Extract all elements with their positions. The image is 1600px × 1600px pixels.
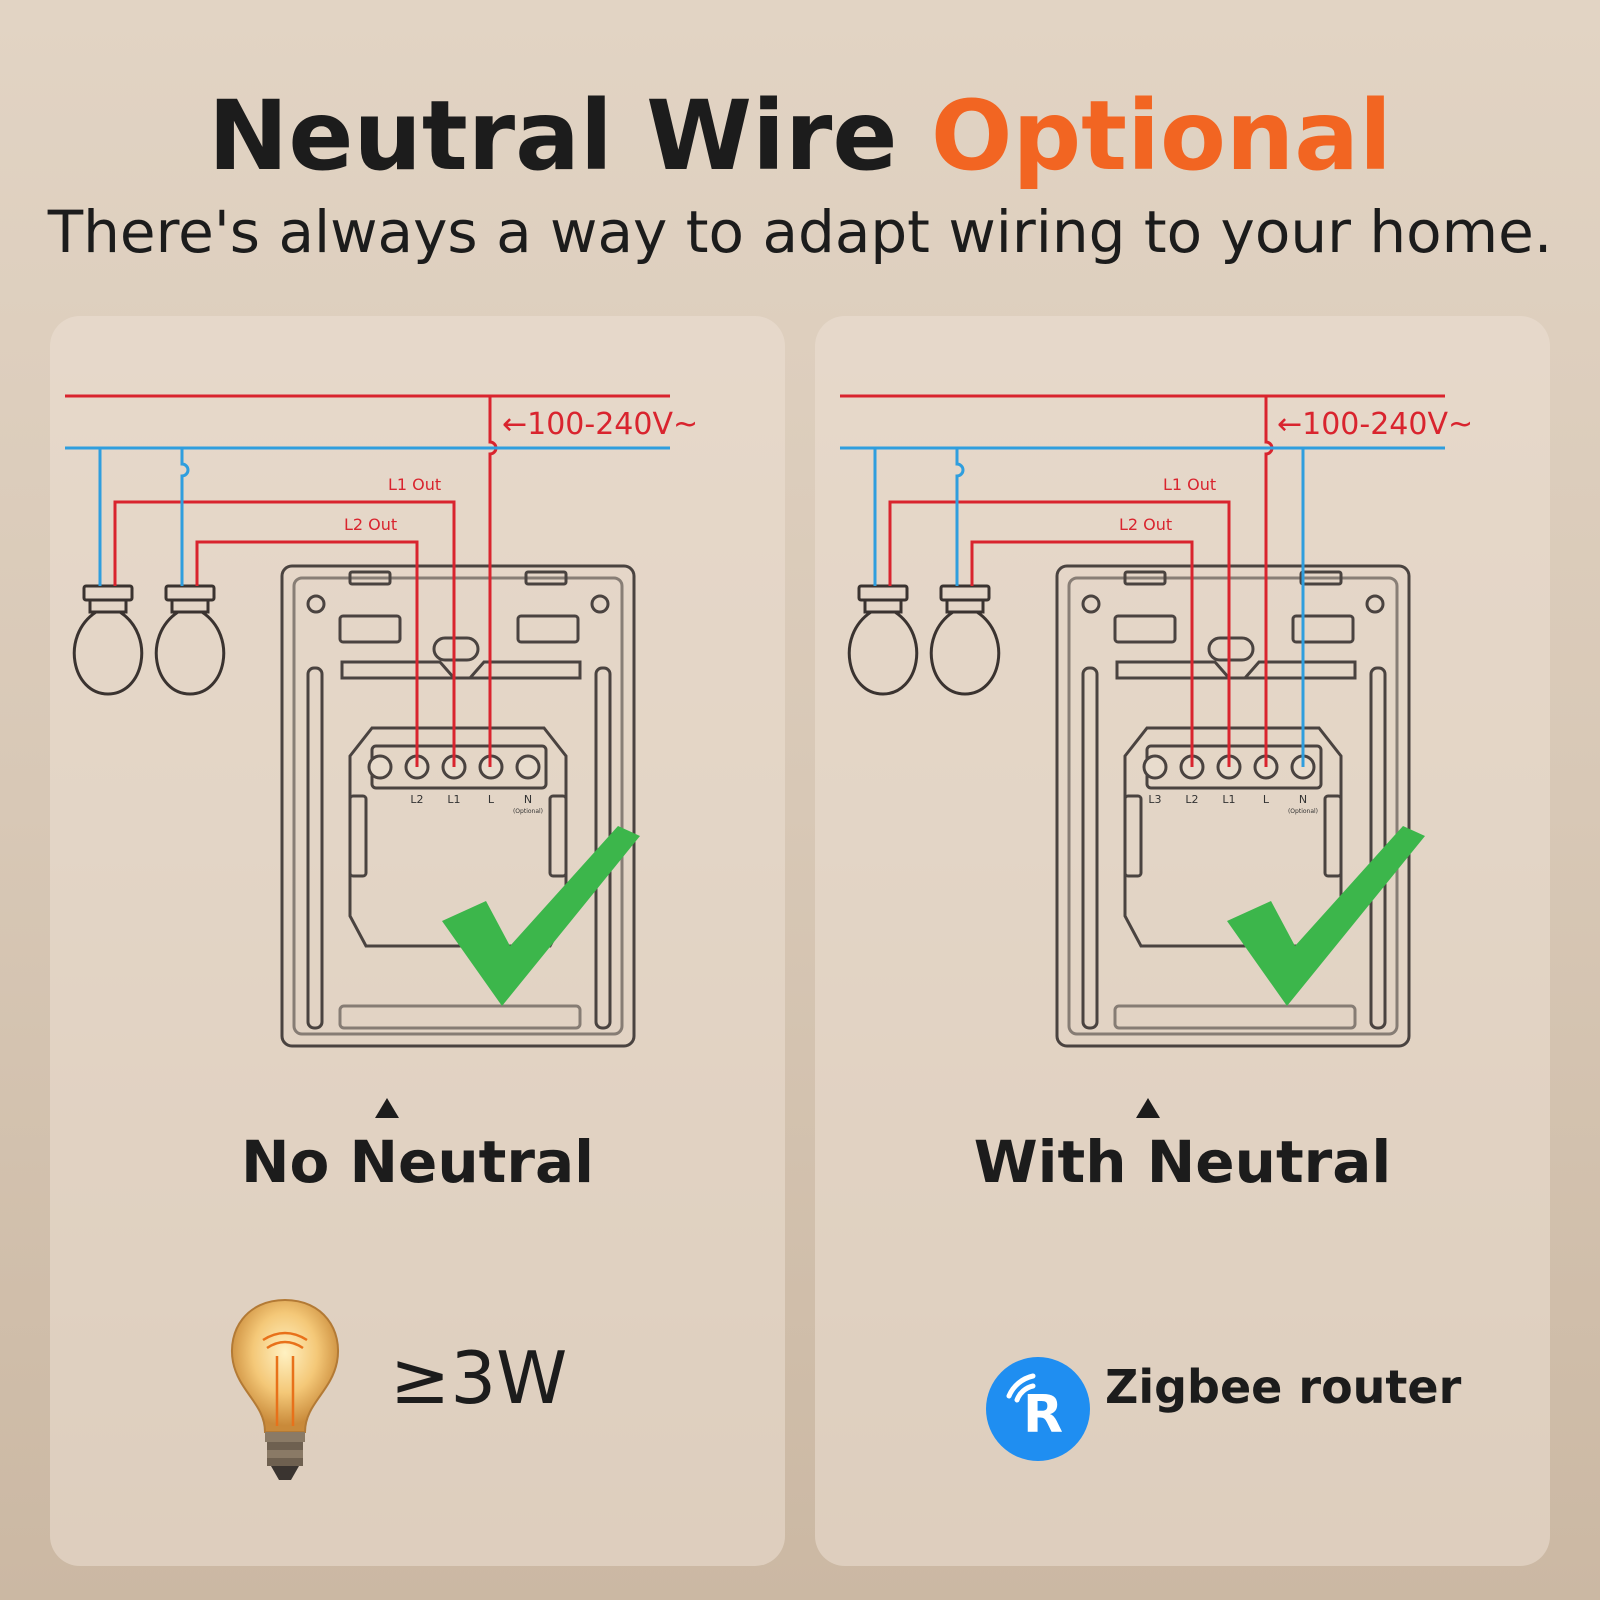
terminal-label: N (524, 793, 532, 806)
terminal-label: L2 (410, 793, 423, 806)
with-neutral-label-text: With Neutral (973, 1128, 1392, 1196)
caret-up-icon (1135, 1098, 1160, 1118)
terminal-label: L2 (1185, 793, 1198, 806)
terminal-note: (Optional) (513, 808, 543, 815)
zigbee-router-icon: R (986, 1357, 1090, 1461)
with-neutral-label-wrap: With Neutral (815, 1098, 1550, 1196)
no-neutral-label-text: No Neutral (240, 1128, 595, 1196)
voltage-label: ←100-240V~ (1277, 407, 1473, 442)
caret-up-icon (374, 1098, 399, 1118)
live-feed-wire (1264, 396, 1274, 767)
terminal-screw (515, 754, 541, 780)
live-feed-wire (488, 396, 498, 767)
terminal-screw (367, 754, 393, 780)
page-subtitle: There's always a way to adapt wiring to … (47, 198, 1553, 266)
l1-out-label: L1 Out (388, 475, 441, 494)
lamp-2-neutral-wire (180, 448, 190, 586)
incandescent-bulb-icon (231, 1298, 339, 1480)
no-neutral-panel: L2 L1 L N (Optional) ←100-240V~ (50, 316, 785, 1566)
terminal-label: L1 (1222, 793, 1235, 806)
l2-out-wire (195, 540, 419, 767)
lamp-1-icon (847, 584, 919, 696)
l1-out-wire (888, 500, 1231, 767)
wall-plate-outline (1055, 564, 1411, 1048)
with-neutral-label: With Neutral (973, 1098, 1392, 1196)
check-icon (1227, 826, 1425, 1006)
l1-out-label: L1 Out (1163, 475, 1216, 494)
l2-out-label: L2 Out (1119, 515, 1172, 534)
with-neutral-wiring-diagram: L3 L2 L1 L N (Optional) ←100-240V~ (840, 394, 1473, 1048)
power-rating: ≥3W (390, 1336, 568, 1420)
router-letter: R (1023, 1385, 1063, 1445)
check-icon (442, 826, 640, 1006)
title-accent: Optional (930, 80, 1392, 192)
l1-out-wire (113, 500, 456, 767)
no-neutral-wiring-diagram: L2 L1 L N (Optional) ←100-240V~ (65, 394, 698, 1048)
lamp-2-icon (154, 584, 226, 696)
terminal-screw (1142, 754, 1168, 780)
wall-plate-outline (280, 564, 636, 1048)
lamp-2-icon (929, 584, 1001, 696)
terminal-note: (Optional) (1288, 808, 1318, 815)
title-main: Neutral Wire (208, 80, 898, 192)
no-neutral-label-wrap: No Neutral (50, 1098, 785, 1196)
terminal-label: L (488, 793, 495, 806)
lamp-1-icon (72, 584, 144, 696)
l2-out-wire (970, 540, 1194, 767)
router-label: Zigbee router (1105, 1360, 1462, 1414)
voltage-label: ←100-240V~ (502, 407, 698, 442)
terminal-label: L (1263, 793, 1270, 806)
terminal-label: L3 (1148, 793, 1161, 806)
l2-out-label: L2 Out (344, 515, 397, 534)
lamp-2-neutral-wire (955, 448, 965, 586)
terminal-label: N (1299, 793, 1307, 806)
page-title: Neutral Wire Optional (0, 80, 1600, 192)
terminal-label: L1 (447, 793, 460, 806)
with-neutral-panel: L3 L2 L1 L N (Optional) ←100-240V~ (815, 316, 1550, 1566)
no-neutral-label: No Neutral (240, 1098, 595, 1196)
